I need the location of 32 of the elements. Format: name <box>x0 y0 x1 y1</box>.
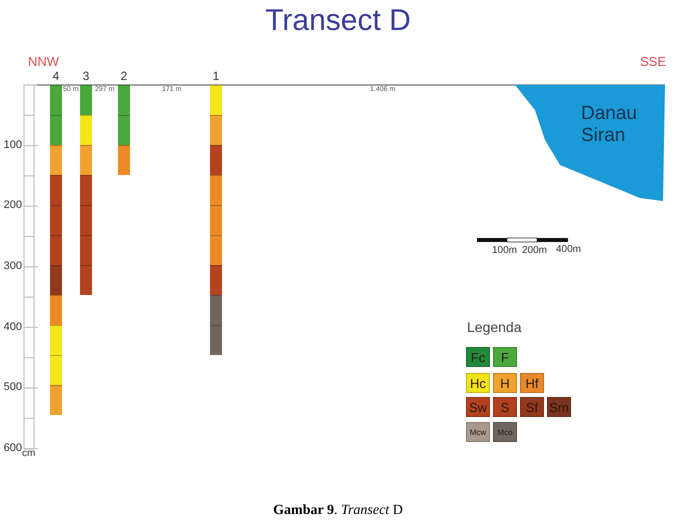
legend-swatch: S <box>493 397 517 417</box>
legend-swatch: H <box>493 373 517 393</box>
label: 300 <box>4 260 22 272</box>
legend-swatch: Sw <box>466 397 490 417</box>
label: 200 <box>4 199 22 211</box>
legend-swatch: Sm <box>547 397 571 417</box>
label: 600 <box>4 442 22 454</box>
title: Transect D <box>264 4 412 38</box>
legend-swatch: Mco <box>493 422 517 442</box>
label: NNW <box>28 54 60 69</box>
legend-swatch: Hf <box>520 373 544 393</box>
legend-swatch: F <box>493 347 517 367</box>
label: 400m <box>556 244 582 255</box>
lake-shape <box>515 85 665 201</box>
label: cm <box>22 448 36 459</box>
legend-swatch: Fc <box>466 347 490 367</box>
legend-swatch: Hc <box>466 373 490 393</box>
label: 100 <box>4 139 22 151</box>
core-number: 3 <box>82 69 90 83</box>
lake-name: Danau Siran <box>581 103 638 147</box>
label: 500 <box>4 381 22 393</box>
legend-swatch: Sf <box>520 397 544 417</box>
caption: Gambar 9. Transect D <box>272 503 404 519</box>
legend-swatch: Mcw <box>466 422 490 442</box>
label: Legenda <box>467 319 522 335</box>
label: 400 <box>4 321 22 333</box>
label: SSE <box>640 54 666 69</box>
label: 200m <box>522 245 548 256</box>
core-number: 2 <box>120 69 128 83</box>
label: 100m <box>492 245 518 256</box>
core-number: 1 <box>212 69 220 83</box>
core-number: 4 <box>52 69 60 83</box>
